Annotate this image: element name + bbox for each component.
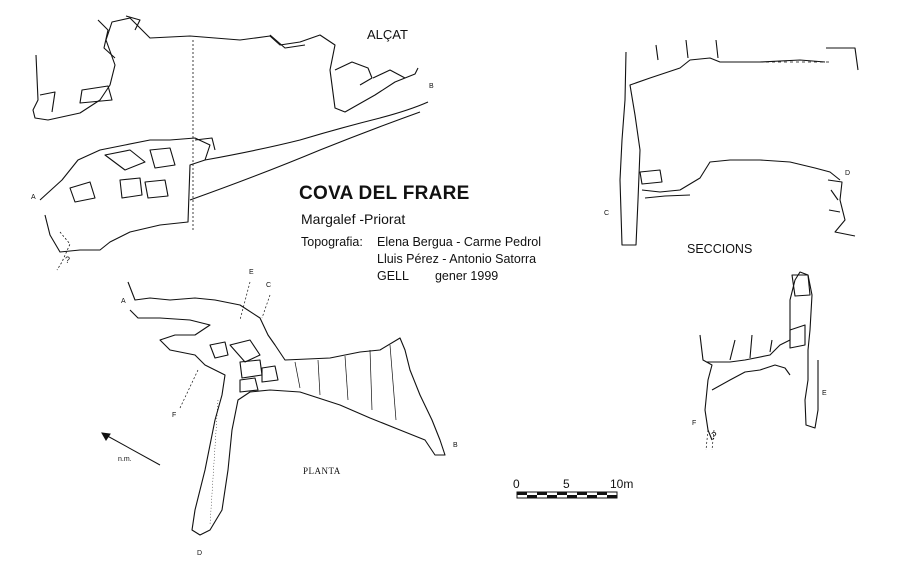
credits-line-2: Lluis Pérez - Antonio Satorra xyxy=(377,252,537,266)
location-text: Margalef -Priorat xyxy=(301,211,406,227)
plan-point-c: C xyxy=(266,282,272,289)
plan-label: PLANTA xyxy=(303,466,341,476)
plan-point-a: A xyxy=(121,298,126,305)
elevation-point-b: B xyxy=(429,83,434,90)
credits-line-3: GELL gener 1999 xyxy=(377,269,498,283)
plan-point-d: D xyxy=(197,550,203,557)
section-point-d: D xyxy=(845,170,851,177)
section-cd-drawing xyxy=(619,39,859,246)
north-arrow xyxy=(101,432,161,466)
plan-point-f: F xyxy=(172,412,177,419)
cave-title: COVA DEL FRARE xyxy=(299,183,470,204)
section-fe-drawing xyxy=(699,271,819,451)
credits-group: GELL xyxy=(377,269,409,283)
scale-label-10m: 10m xyxy=(610,477,634,491)
scale-label-0: 0 xyxy=(513,477,520,491)
scale-label-5: 5 xyxy=(563,477,570,491)
scale-bar xyxy=(516,491,618,499)
plan-drawing xyxy=(127,281,446,536)
plan-point-b: B xyxy=(453,442,458,449)
section-point-f: F xyxy=(692,420,697,427)
plan-point-e: E xyxy=(249,269,254,276)
north-label: n.m. xyxy=(118,456,132,463)
elevation-point-a: A xyxy=(31,194,36,201)
credits-line-1: Elena Bergua - Carme Pedrol xyxy=(377,235,541,249)
elevation-drawing xyxy=(32,15,429,271)
section-point-c: C xyxy=(604,210,610,217)
elevation-label: ALÇAT xyxy=(367,27,408,42)
sections-label: SECCIONS xyxy=(687,242,753,256)
credits-label: Topografia: xyxy=(301,235,363,249)
credits-date: gener 1999 xyxy=(434,269,499,283)
section-point-unknown: ? xyxy=(711,431,717,442)
section-point-e: E xyxy=(822,390,827,397)
elevation-point-unknown: ? xyxy=(65,255,71,265)
